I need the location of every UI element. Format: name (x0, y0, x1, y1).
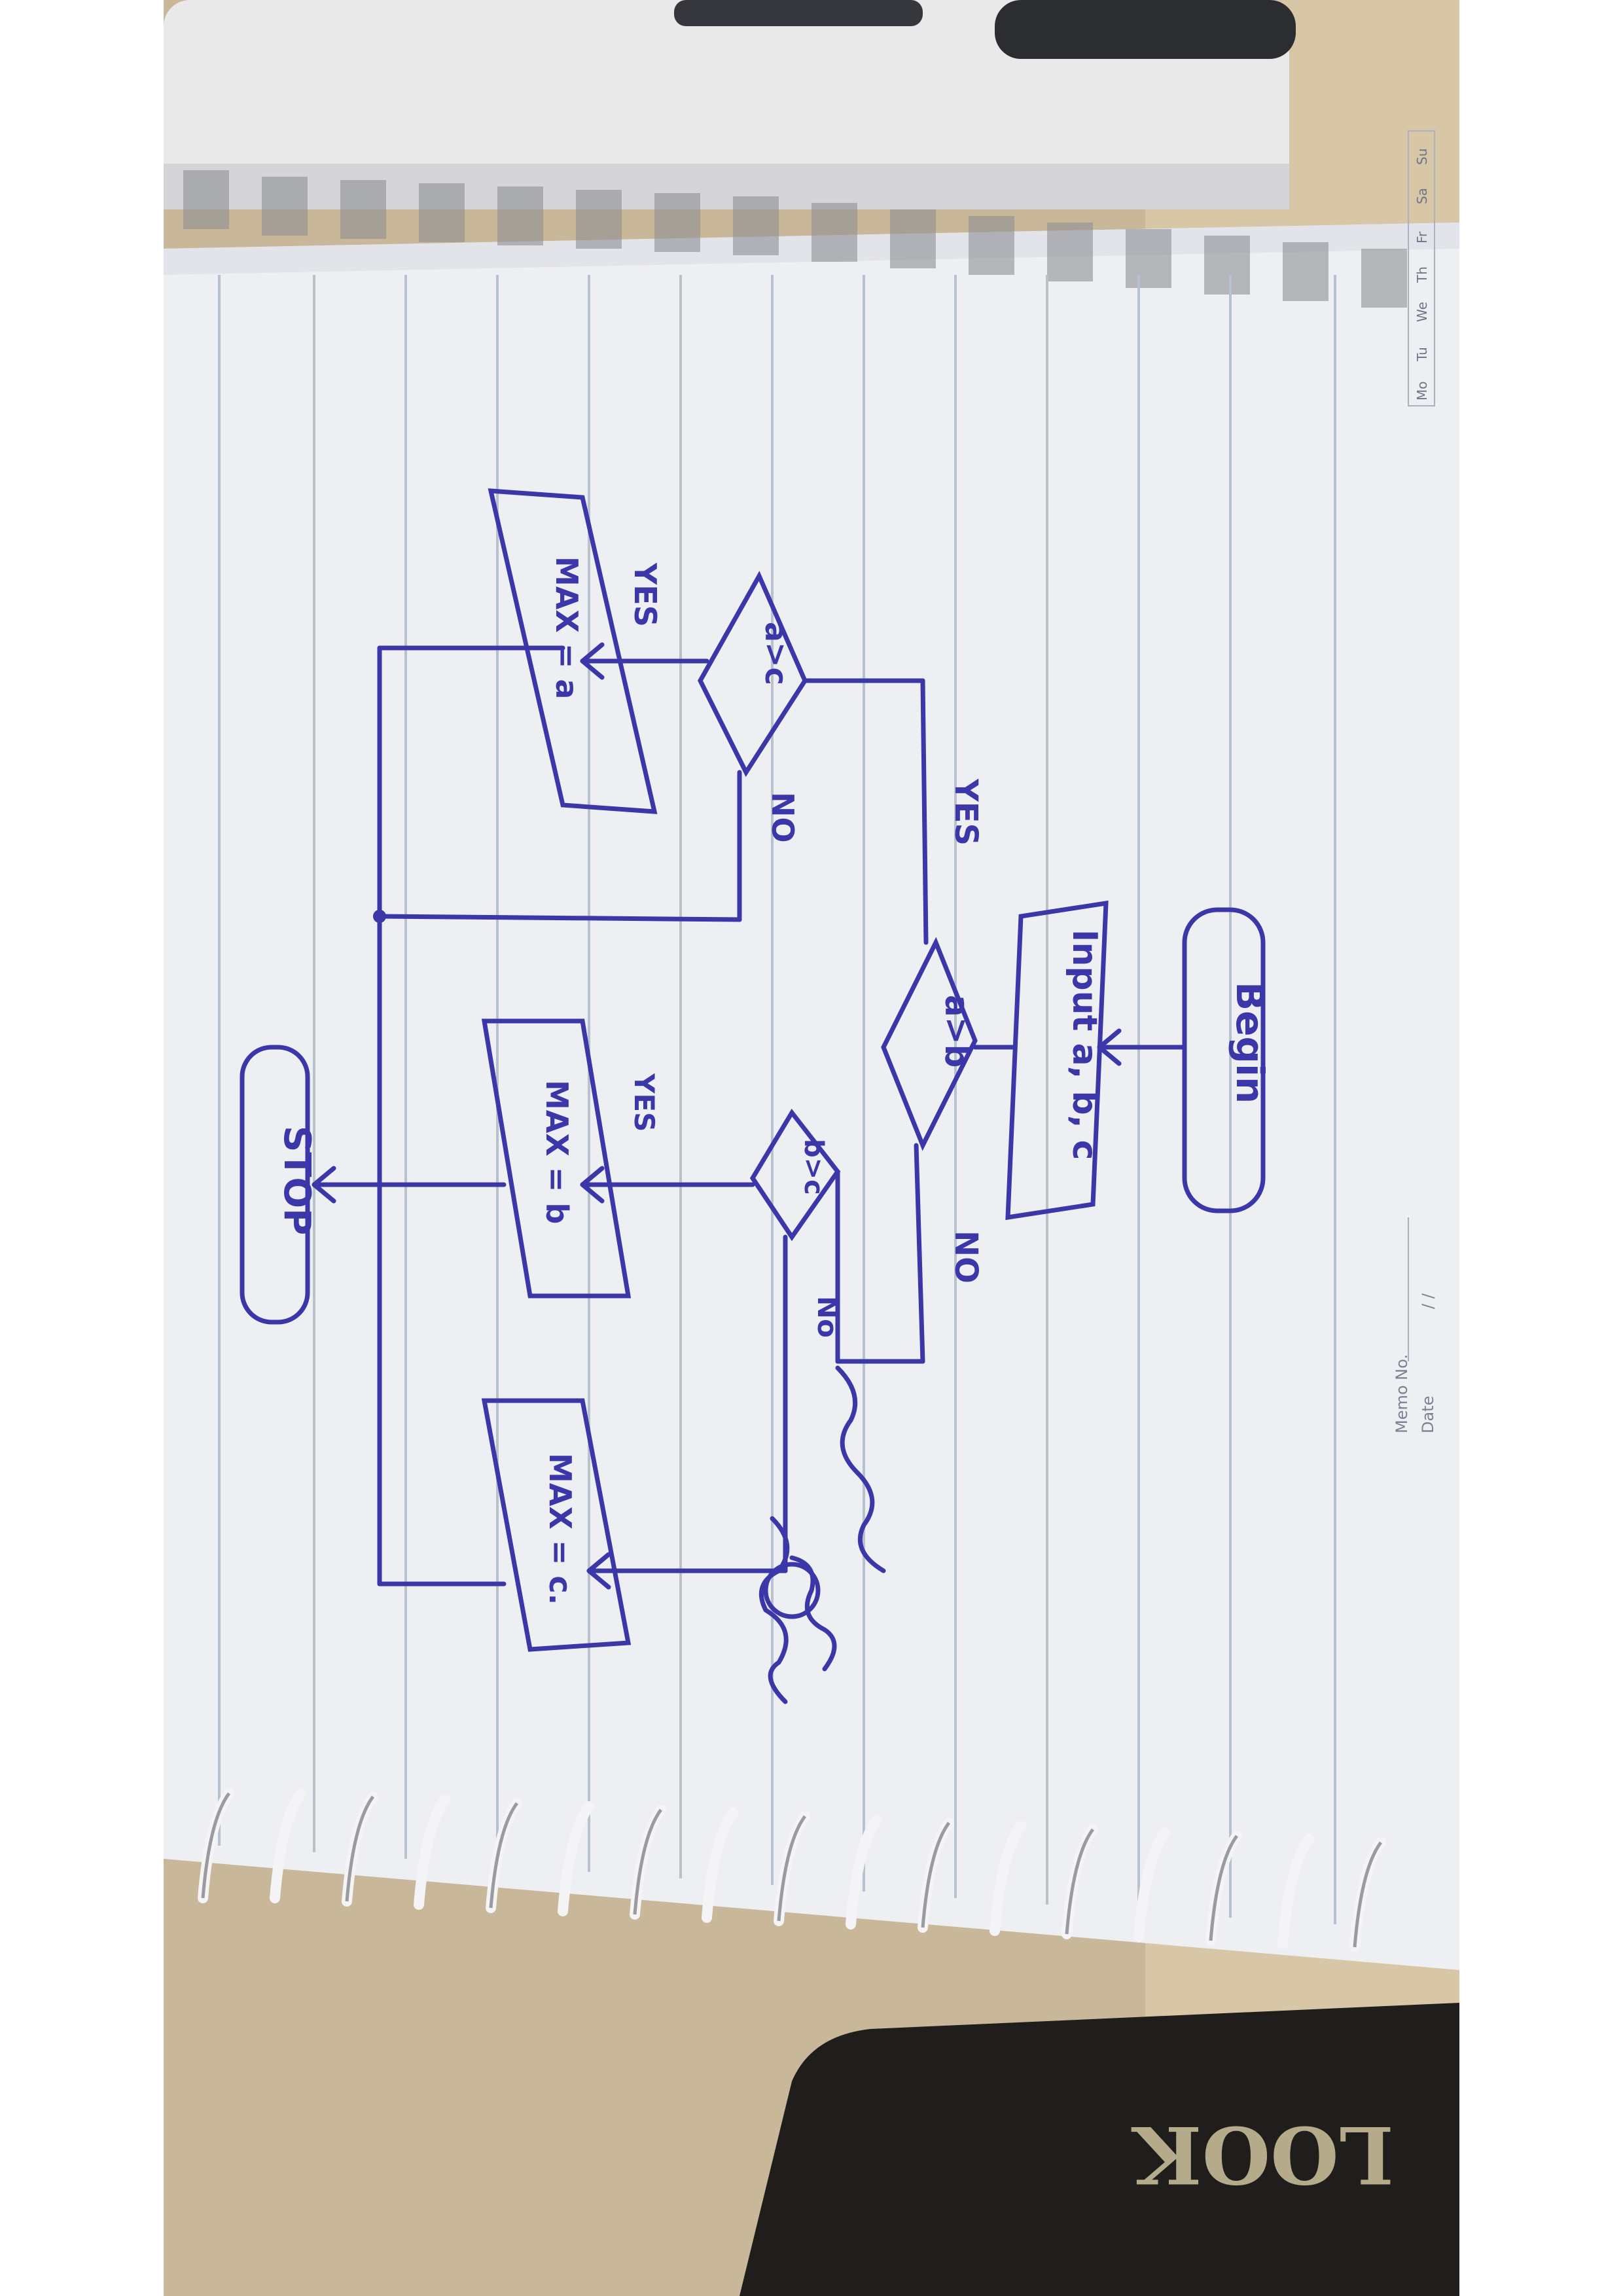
begin-label: Begin (1228, 982, 1272, 1103)
day-tab: Th (1414, 266, 1430, 283)
begin-terminal (1182, 907, 1266, 1213)
no-a-c-label: NO (765, 792, 800, 843)
ruled-lines (218, 275, 1336, 1924)
sleeve-text: LOOK (1132, 2108, 1394, 2200)
yes-a-c-label: YES (628, 562, 663, 627)
decision-a-gt-c (698, 571, 808, 778)
no-a-b-label: NO (948, 1230, 984, 1283)
day-tabs: Mo Tu We Th Fr Sa Su (1408, 130, 1435, 406)
decision-b-gt-c (749, 1108, 841, 1242)
notebook-photo: Mo Tu We Th Fr Sa Su Memo No. Date / / B… (164, 0, 1459, 2296)
assign-max-c-label: MAX = c. (543, 1453, 578, 1605)
decision-a-gt-b (881, 937, 978, 1151)
assign-max-b-label: MAX = b (539, 1080, 575, 1224)
assign-max-c (481, 1398, 632, 1652)
leather-sleeve: LOOK (740, 2003, 1459, 2296)
flowchart: Begin Input a, b, c a>b YES NO a>c YES N… (240, 488, 1272, 1704)
no-b-c-label: No (812, 1296, 844, 1338)
yes-a-b-label: YES (948, 778, 984, 846)
day-tab: Tu (1414, 347, 1430, 362)
day-tab: Su (1414, 149, 1430, 165)
decision-b-gt-c-label: b>c (798, 1139, 829, 1195)
yes-b-c-label: YES (628, 1073, 660, 1132)
perforation-holes (183, 170, 1407, 308)
day-tab: We (1414, 302, 1430, 322)
spiral-binding (198, 1788, 1386, 1952)
memo-header: Memo No. Date / / (1393, 1217, 1437, 1433)
scribble-mark (758, 1365, 886, 1704)
day-tab: Mo (1414, 382, 1430, 401)
white-device (164, 0, 1296, 209)
input-label: Input a, b, c (1065, 929, 1104, 1160)
assign-max-b (481, 1018, 632, 1299)
stop-label: STOP (276, 1126, 318, 1235)
date-slashes: / / (1419, 1293, 1437, 1309)
stop-terminal (240, 1045, 310, 1325)
decision-a-gt-b-label: a>b (938, 995, 976, 1067)
input-parallelogram (1005, 900, 1109, 1221)
decision-a-gt-c-label: a>c (758, 622, 794, 685)
assign-max-a (488, 488, 658, 814)
assign-max-a-label: MAX = a (549, 556, 584, 699)
date-label: Date (1419, 1396, 1437, 1433)
day-tab: Fr (1414, 231, 1430, 243)
day-tab: Sa (1414, 188, 1430, 204)
photo-canvas: Mo Tu We Th Fr Sa Su Memo No. Date / / B… (164, 0, 1459, 2296)
memo-label: Memo No. (1393, 1354, 1411, 1433)
